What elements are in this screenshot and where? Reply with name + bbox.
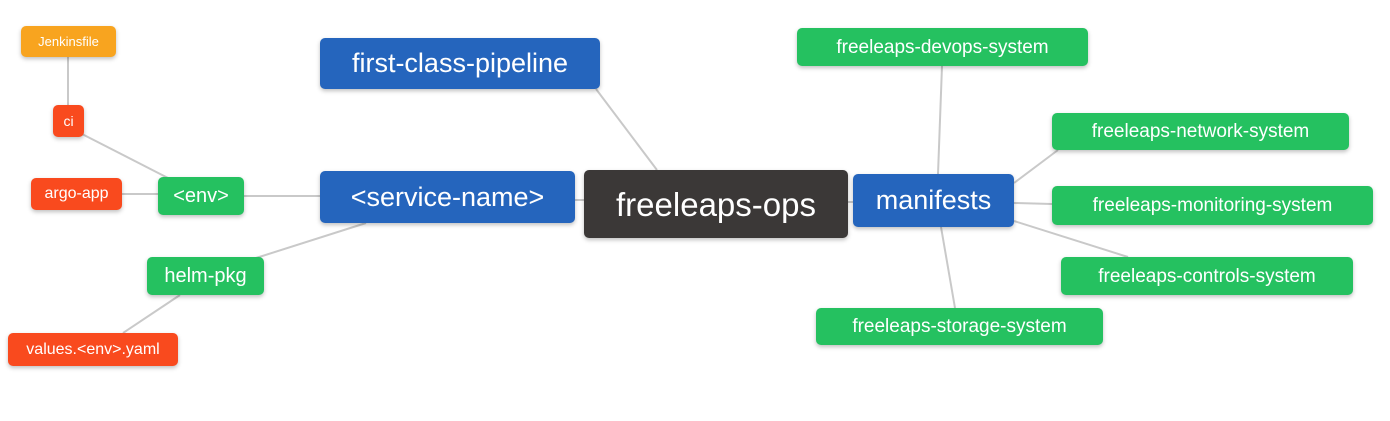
edge-service-name-to-helm-pkg	[255, 222, 367, 259]
edge-manifests-to-freeleaps-monitoring-system	[1013, 202, 1053, 205]
node-freeleaps-controls-system[interactable]: freeleaps-controls-system	[1061, 257, 1353, 295]
edge-manifests-to-freeleaps-controls-system	[1013, 220, 1129, 258]
node-freeleaps-storage-system[interactable]: freeleaps-storage-system	[816, 308, 1103, 345]
node-service-name[interactable]: <service-name>	[320, 171, 575, 223]
node-freeleaps-devops-system[interactable]: freeleaps-devops-system	[797, 28, 1088, 66]
edge-first-class-pipeline-to-freeleaps-ops	[595, 88, 658, 171]
edge-manifests-to-freeleaps-storage-system	[940, 226, 956, 309]
node-jenkinsfile[interactable]: Jenkinsfile	[21, 26, 116, 57]
edge-manifests-to-freeleaps-devops-system	[937, 65, 943, 175]
node-freeleaps-monitoring-system[interactable]: freeleaps-monitoring-system	[1052, 186, 1373, 225]
edge-manifests-to-freeleaps-network-system	[1013, 149, 1059, 184]
node-values-env-yaml[interactable]: values.<env>.yaml	[8, 333, 178, 366]
edge-helm-pkg-to-values-env-yaml	[122, 294, 181, 334]
node-manifests[interactable]: manifests	[853, 174, 1014, 227]
node-env[interactable]: <env>	[158, 177, 244, 215]
node-freeleaps-network-system[interactable]: freeleaps-network-system	[1052, 113, 1349, 150]
node-first-class-pipeline[interactable]: first-class-pipeline	[320, 38, 600, 89]
node-ci[interactable]: ci	[53, 105, 84, 137]
node-helm-pkg[interactable]: helm-pkg	[147, 257, 264, 295]
edge-ci-to-env	[81, 133, 169, 179]
node-freeleaps-ops[interactable]: freeleaps-ops	[584, 170, 848, 238]
node-argo-app[interactable]: argo-app	[31, 178, 122, 210]
